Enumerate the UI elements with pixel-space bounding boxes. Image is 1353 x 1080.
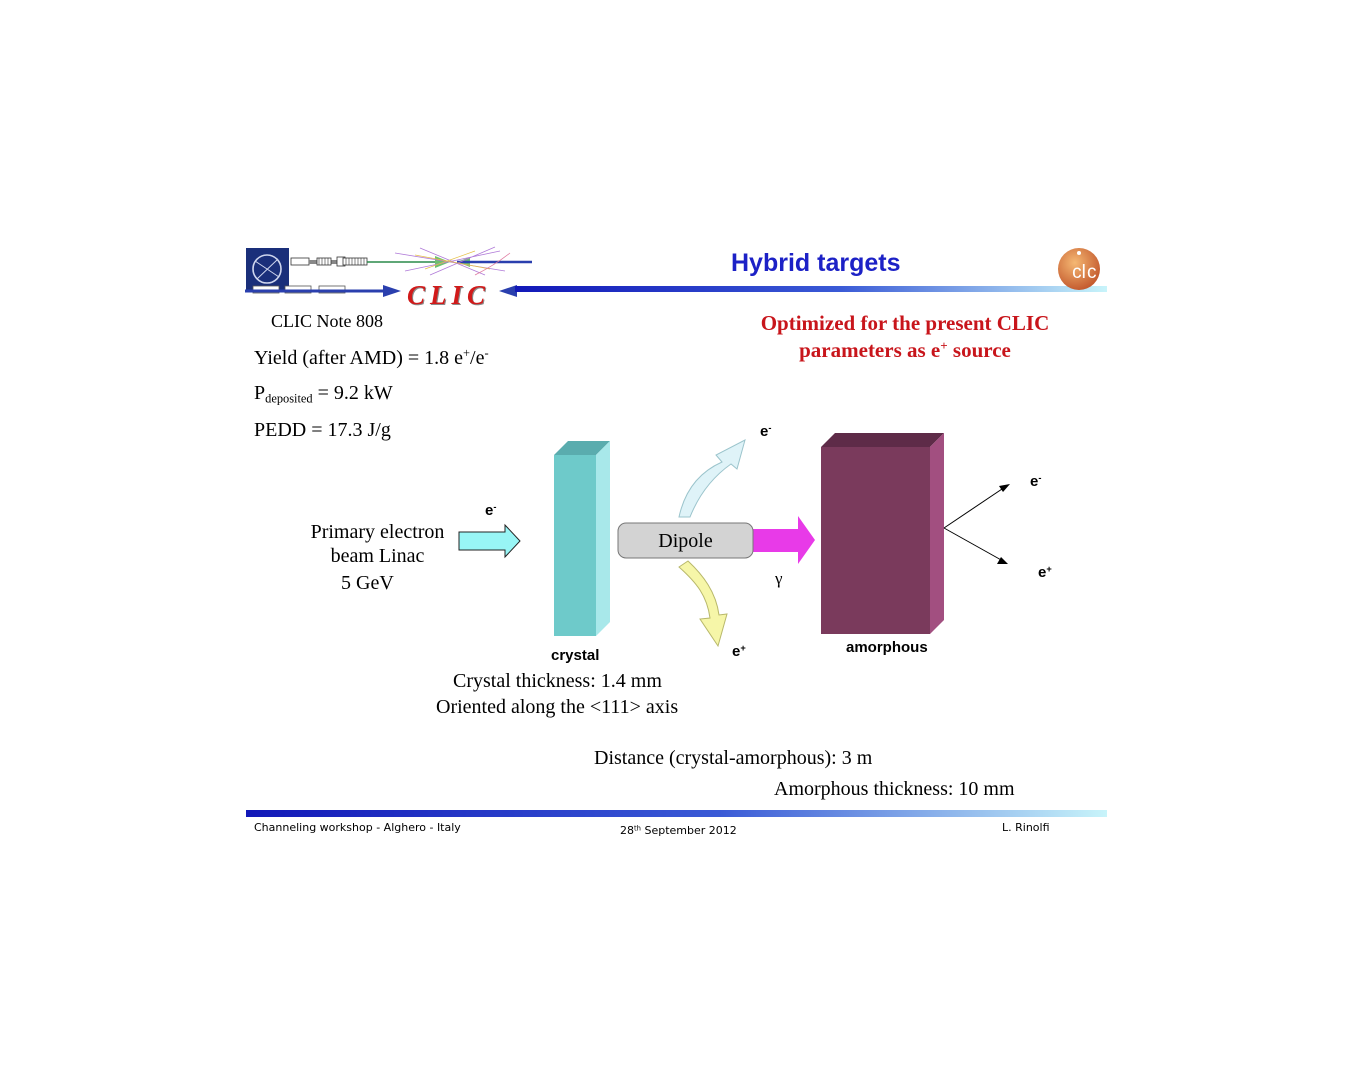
header: CLIC Hybrid targets cl c <box>245 245 1107 310</box>
clic-accelerator-logo-icon <box>245 246 532 297</box>
output-electron-label: e- <box>1030 472 1042 490</box>
subtitle-line-2: parameters as e+ source <box>799 337 1011 362</box>
svg-text:cl: cl <box>1072 262 1086 283</box>
footer-author: L. Rinolfi <box>1002 821 1050 834</box>
primary-beam-label: Primary electron beam Linac <box>310 521 445 567</box>
positron-output-line <box>943 527 1004 562</box>
amorphous-label: amorphous <box>846 639 928 656</box>
input-electron-label: e- <box>485 501 497 519</box>
clic-round-logo-icon: cl c <box>1058 248 1100 290</box>
electron-output-line <box>943 486 1006 529</box>
positron-deflection-arrow <box>678 560 728 648</box>
power-deposited-line: Pdeposited = 9.2 kW <box>254 382 393 406</box>
subtitle-line-1: Optimized for the present CLIC <box>760 311 1050 335</box>
output-positron-label: e+ <box>1038 563 1052 581</box>
amorphous-thickness-text: Amorphous thickness: 10 mm <box>774 778 1015 800</box>
beam-energy-label: 5 GeV <box>341 572 394 594</box>
gamma-label: γ <box>775 569 783 588</box>
footer-date: 28th September 2012 <box>620 824 737 837</box>
yield-line: Yield (after AMD) = 1.8 e+/e- <box>254 346 489 369</box>
footer-event: Channeling workshop - Alghero - Italy <box>254 821 461 834</box>
clic-note: CLIC Note 808 <box>271 311 383 331</box>
dipole-box <box>617 522 754 559</box>
page-title: Hybrid targets <box>731 249 901 277</box>
amorphous-block <box>821 433 944 634</box>
lower-positron-label: e+ <box>732 642 746 660</box>
upper-electron-label: e- <box>760 422 772 440</box>
clic-logo-text: CLIC <box>407 280 491 310</box>
distance-text: Distance (crystal-amorphous): 3 m <box>594 747 873 769</box>
svg-text:c: c <box>1087 262 1097 283</box>
header-gradient-line <box>515 286 1107 292</box>
crystal-thickness-text: Crystal thickness: 1.4 mm <box>453 670 662 692</box>
crystal-label: crystal <box>551 647 600 664</box>
electron-deflection-arrow <box>678 439 746 518</box>
subtitle: Optimized for the present CLIC parameter… <box>700 310 1110 364</box>
gamma-arrow <box>750 516 815 564</box>
footer-gradient-line <box>246 810 1107 817</box>
pedd-line: PEDD = 17.3 J/g <box>254 419 391 441</box>
dipole-label: Dipole <box>658 530 713 552</box>
input-beam-arrow <box>458 523 521 559</box>
crystal-orientation-text: Oriented along the <111> axis <box>436 696 679 718</box>
crystal-block <box>554 441 610 636</box>
